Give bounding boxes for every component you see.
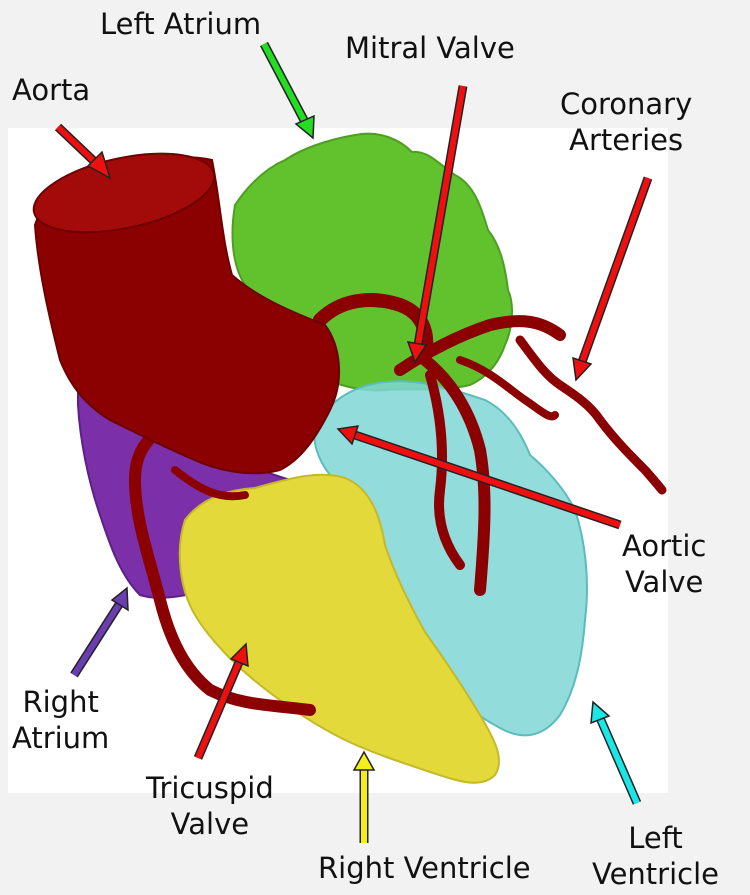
label-right-atrium-line2: Atrium xyxy=(12,720,109,756)
label-tricuspid-valve-line1: Tricuspid xyxy=(146,770,274,806)
label-aortic-valve: Aortic Valve xyxy=(622,528,706,600)
label-coronary-arteries: Coronary Arteries xyxy=(560,86,692,158)
label-right-atrium: Right Atrium xyxy=(12,684,109,756)
label-left-atrium: Left Atrium xyxy=(100,6,261,42)
label-coronary-arteries-line1: Coronary xyxy=(560,86,692,122)
right-ventricle-arrow xyxy=(354,752,374,843)
left-atrium-arrow xyxy=(264,44,314,138)
label-left-ventricle-line2: Ventricle xyxy=(592,856,719,892)
label-tricuspid-valve: Tricuspid Valve xyxy=(146,770,274,842)
label-aorta: Aorta xyxy=(12,72,90,108)
label-right-atrium-line1: Right xyxy=(12,684,109,720)
label-mitral-valve: Mitral Valve xyxy=(345,30,515,66)
label-aortic-valve-line1: Aortic xyxy=(622,528,706,564)
label-right-ventricle: Right Ventricle xyxy=(318,850,531,886)
label-aortic-valve-line2: Valve xyxy=(622,564,706,600)
label-left-ventricle: Left Ventricle xyxy=(592,820,719,892)
label-coronary-arteries-line2: Arteries xyxy=(560,122,692,158)
label-left-ventricle-line1: Left xyxy=(592,820,719,856)
label-tricuspid-valve-line2: Valve xyxy=(146,806,274,842)
